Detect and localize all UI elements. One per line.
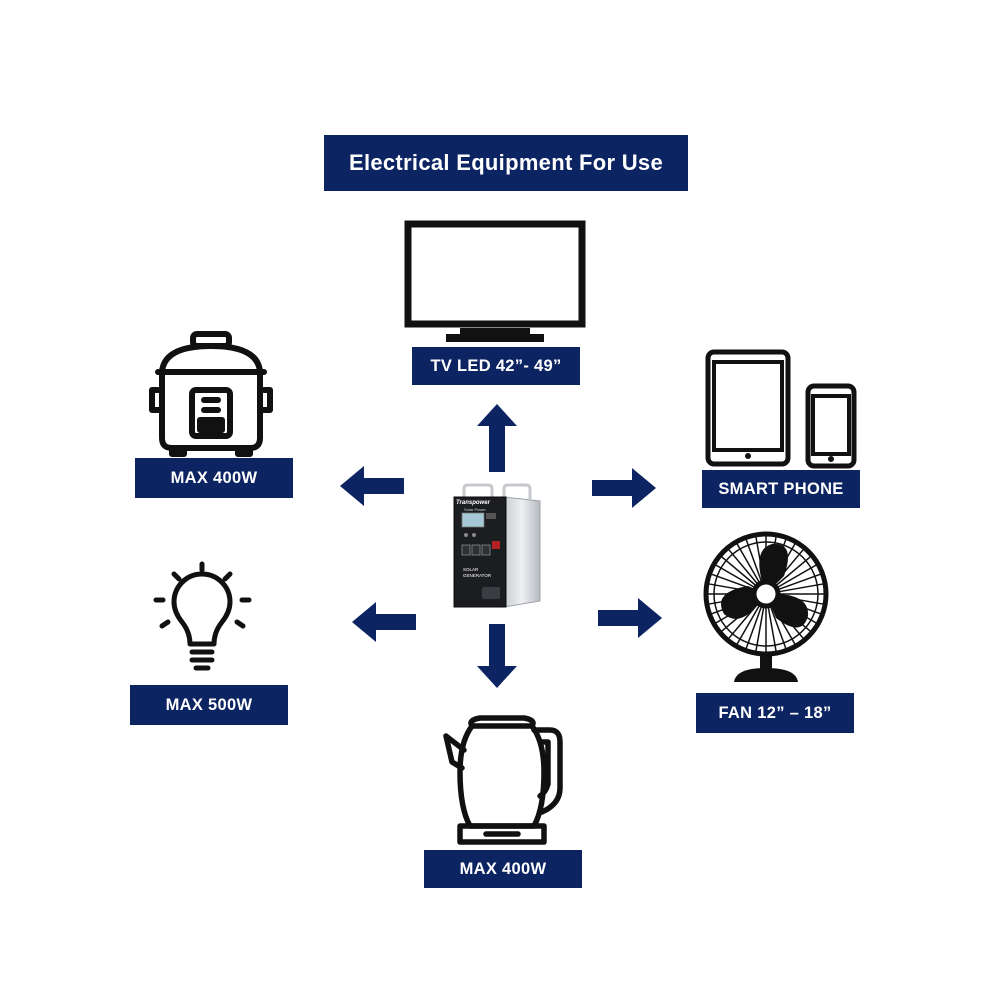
fan-grill-line (777, 564, 817, 588)
fan-grill-line (767, 607, 777, 652)
fan-grill-line (776, 556, 811, 586)
arrow-left-icon (352, 602, 416, 642)
page-title: Electrical Equipment For Use (324, 135, 688, 191)
tablet-phone-icon (705, 349, 857, 469)
generator-caption-1: SOLAR (463, 567, 479, 572)
rice-cooker-icon (149, 331, 273, 457)
fan-grill-line (745, 606, 762, 649)
fan-grill-line (728, 549, 758, 584)
fan-grill-line (721, 556, 756, 586)
fan-icon (703, 531, 829, 682)
fan-grill-line (778, 573, 821, 590)
fan-grill-line (736, 605, 760, 645)
arrow-left-icon (340, 466, 404, 506)
kettle-icon (443, 715, 563, 845)
arrow-right-icon (592, 468, 656, 508)
fan-grill-line (715, 564, 755, 588)
tv-icon (404, 220, 586, 342)
light-bulb-icon (153, 561, 252, 671)
kettle-label: MAX 400W (424, 850, 582, 888)
arrow-up-icon (477, 404, 517, 472)
generator-brand-sub: Solar Power (464, 507, 486, 512)
arrow-right-icon (598, 598, 662, 638)
generator-caption-2: GENERATOR (463, 573, 492, 578)
fan-label: FAN 12” – 18” (696, 693, 854, 733)
fan-grill-line (745, 539, 762, 582)
fan-grill-line (755, 607, 765, 652)
phone-label: SMART PHONE (702, 470, 860, 508)
rice-cooker-label: MAX 400W (135, 458, 293, 498)
fan-grill-line (736, 543, 760, 583)
arrow-down-icon (477, 624, 517, 688)
generator-brand: Transpower (456, 500, 490, 506)
solar-generator-icon (453, 483, 541, 608)
tv-label: TV LED 42”- 49” (412, 347, 580, 385)
fan-grill-line (779, 583, 824, 593)
fan-grill-line (770, 606, 787, 649)
bulb-label: MAX 500W (130, 685, 288, 725)
